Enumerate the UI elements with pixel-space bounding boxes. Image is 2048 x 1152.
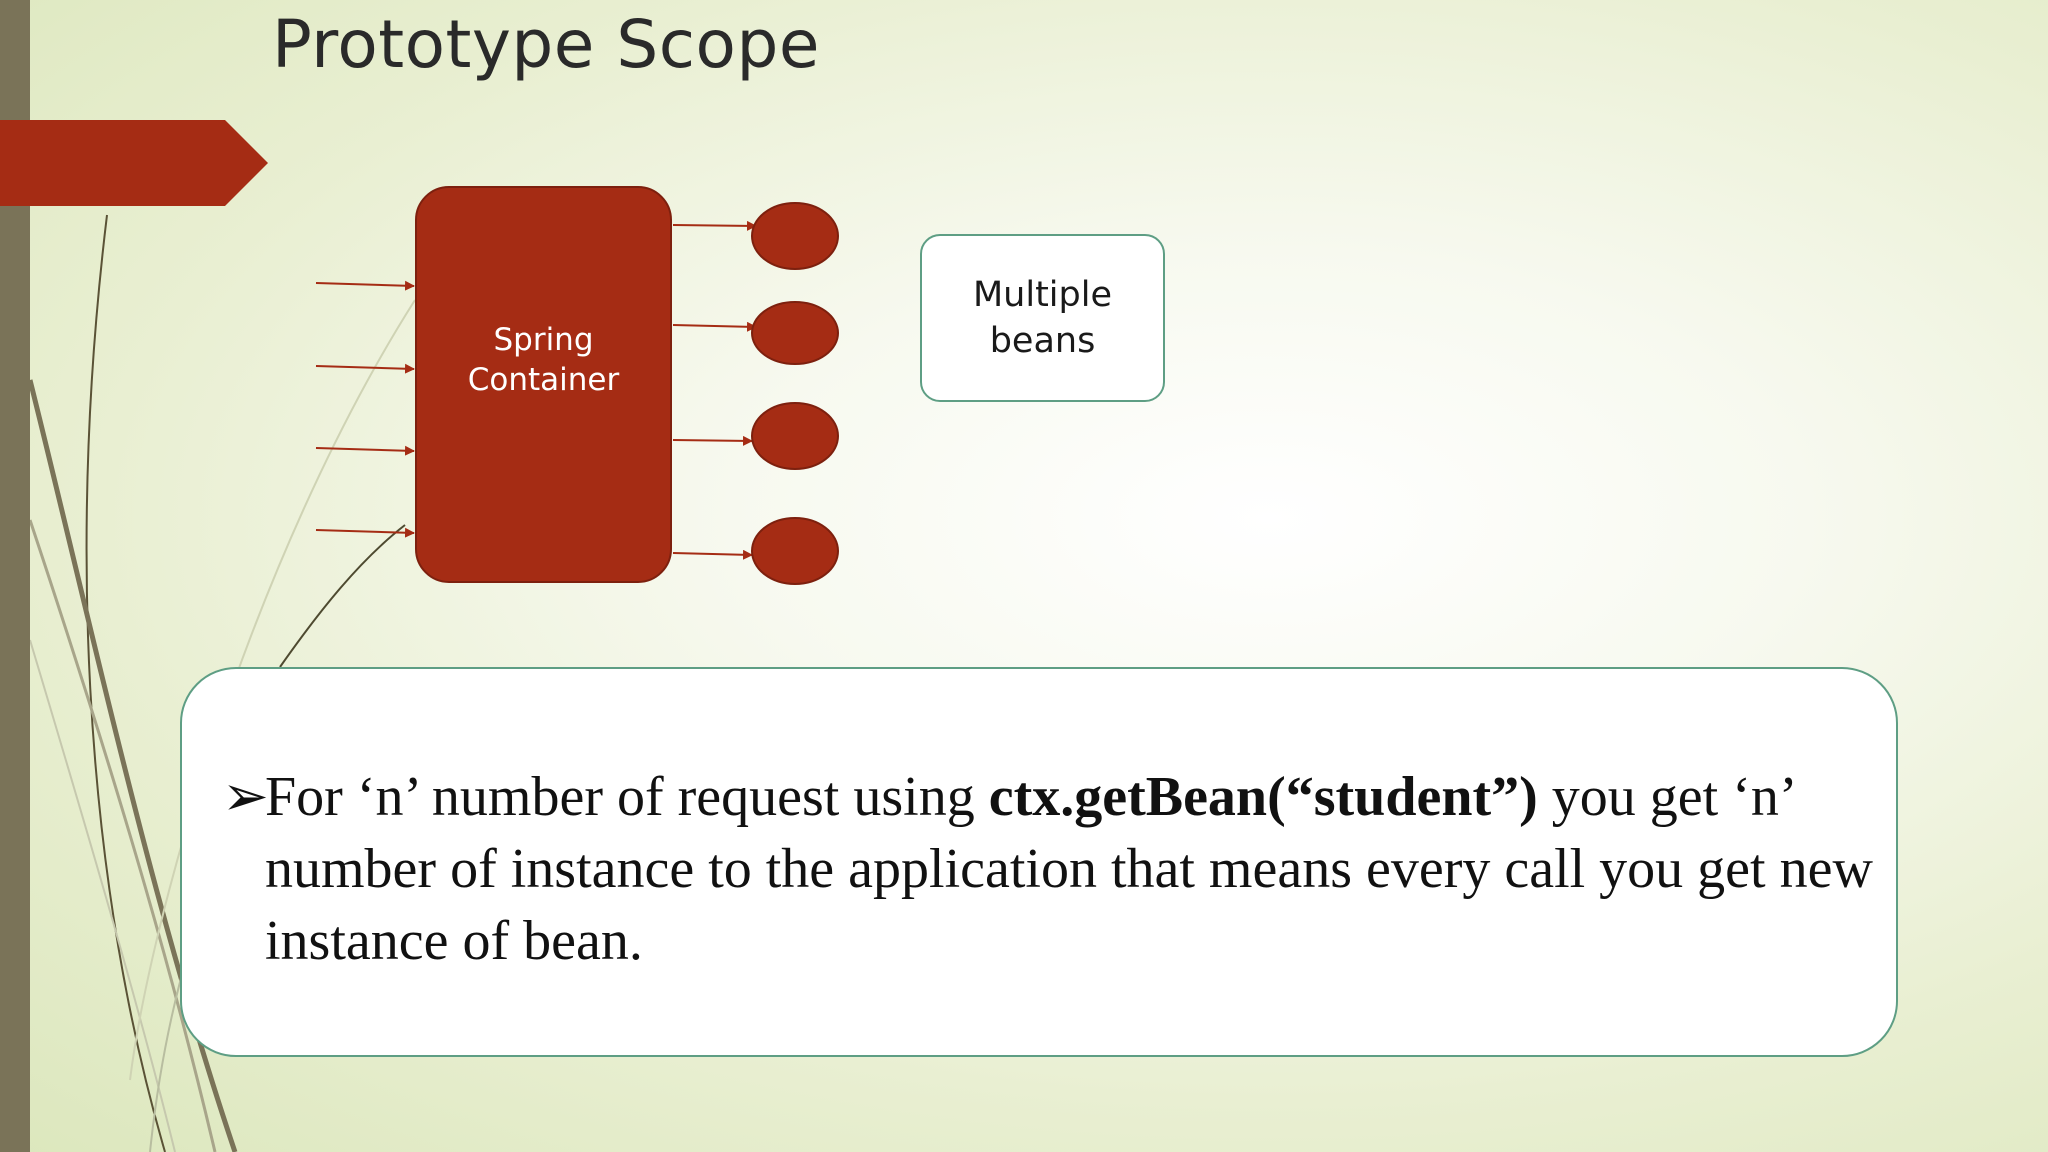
bean-arrow: [672, 321, 757, 332]
incoming-arrows: [315, 280, 415, 538]
explanation-box: ➢For ‘n’ number of request using ctx.get…: [180, 667, 1898, 1057]
multiple-beans-callout: Multiple beans: [920, 234, 1165, 402]
bean-instance: [751, 202, 839, 270]
bean-instances: [751, 202, 839, 585]
bean-arrow: [672, 549, 753, 560]
title-accent-arrow: [0, 120, 268, 206]
explanation-text-rest: you get ‘n’ number of instance to the ap…: [265, 766, 1873, 972]
code-snippet: ctx.getBean(“student”): [988, 766, 1538, 828]
bean-arrow: [672, 435, 753, 446]
explanation-text-intro: For ‘n’ number of request using: [265, 766, 989, 828]
explanation-text: ➢For ‘n’ number of request using ctx.get…: [222, 761, 1905, 977]
spring-container-label: Spring Container: [467, 321, 620, 398]
outgoing-arrows: [672, 220, 757, 560]
bean-arrow: [672, 220, 757, 231]
bean-instance: [751, 301, 839, 365]
bean-instance: [751, 517, 839, 585]
request-arrow: [315, 280, 415, 291]
spring-container-box: Spring Container: [415, 186, 672, 583]
request-arrow: [315, 445, 415, 456]
request-arrow: [315, 527, 415, 538]
bullet-arrow-icon: ➢: [222, 766, 269, 828]
multiple-beans-label: Multiple beans: [972, 275, 1113, 361]
slide-title: Prototype Scope: [272, 6, 820, 83]
bean-instance: [751, 402, 839, 470]
request-arrow: [315, 363, 415, 374]
